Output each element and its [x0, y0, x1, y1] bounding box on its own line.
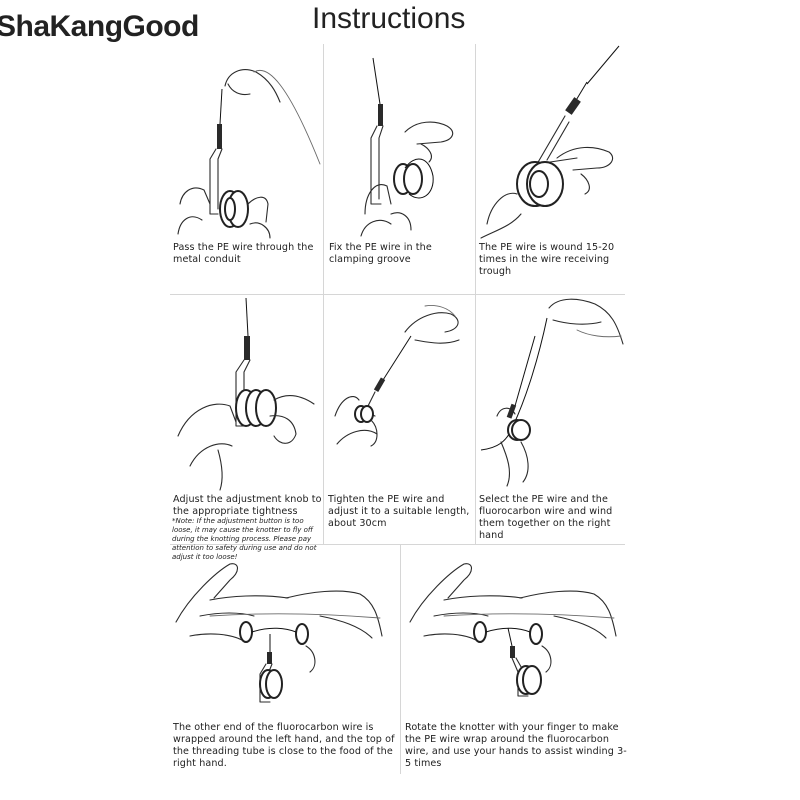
divider: [475, 44, 476, 294]
divider: [170, 294, 625, 295]
divider: [323, 294, 324, 544]
step-8-illustration: [402, 556, 627, 716]
step-4-caption: Adjust the adjustment knob to the approp…: [173, 494, 323, 518]
step-5-illustration: [325, 296, 475, 491]
step-7-illustration: [170, 556, 400, 716]
divider: [400, 544, 401, 774]
step-5-caption: Tighten the PE wire and adjust it to a s…: [328, 494, 476, 530]
step-6-caption: Select the PE wire and the fluorocarbon …: [479, 494, 624, 542]
step-8-caption: Rotate the knotter with your finger to m…: [405, 722, 630, 770]
brand-name: ShaKangGood: [0, 10, 199, 44]
step-2-caption: Fix the PE wire in the clamping groove: [329, 242, 474, 266]
page-title: Instructions: [312, 2, 465, 36]
step-7-caption: The other end of the fluorocarbon wire i…: [173, 722, 399, 770]
step-3-caption: The PE wire is wound 15-20 times in the …: [479, 242, 624, 278]
step-1-caption: Pass the PE wire through the metal condu…: [173, 242, 323, 266]
step-6-illustration: [477, 296, 627, 491]
divider: [323, 44, 324, 294]
step-4-illustration: [170, 296, 323, 491]
step-3-illustration: [477, 44, 627, 239]
step-2-illustration: [325, 44, 475, 239]
step-1-illustration: [170, 44, 323, 239]
